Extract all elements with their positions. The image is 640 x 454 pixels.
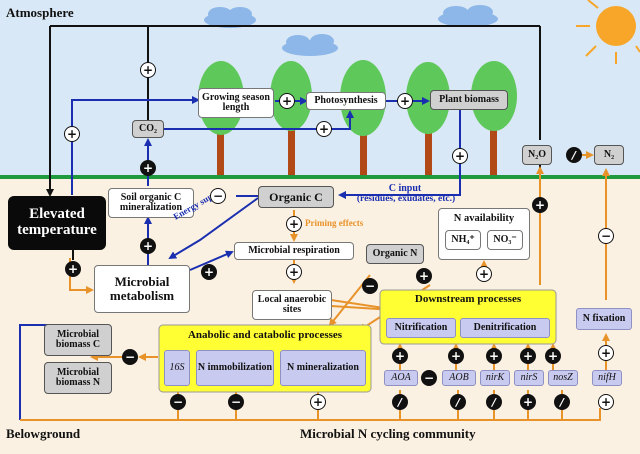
nh4-box: NH₄⁺ <box>445 230 481 251</box>
ground-line <box>0 175 640 179</box>
n2-box: N₂ <box>594 145 624 165</box>
elevated-temperature-box: Elevated temperature <box>8 196 106 250</box>
slash-sign: / <box>486 394 502 410</box>
atmosphere-label: Atmosphere <box>6 5 74 20</box>
plus-sign: + <box>316 121 332 137</box>
plus-sign: + <box>65 261 81 277</box>
plus-sign: + <box>486 348 502 364</box>
plus-sign: + <box>520 348 536 364</box>
plus-sign: + <box>452 148 468 164</box>
plus-sign: + <box>520 394 536 410</box>
plus-sign: + <box>201 264 217 280</box>
anabolic-label: Anabolic and catabolic processes <box>187 329 343 341</box>
gene-nirs: nirS <box>514 370 544 386</box>
microbial-metabolism-box: Microbial metabolism <box>94 265 190 313</box>
minus-sign: − <box>598 228 614 244</box>
photosynthesis-box: Photosynthesis <box>306 92 386 110</box>
minus-sign: − <box>228 394 244 410</box>
plus-sign: + <box>279 93 295 109</box>
plus-sign: + <box>310 394 326 410</box>
sun-icon <box>576 0 640 64</box>
plus-sign: + <box>532 197 548 213</box>
plus-sign: + <box>140 62 156 78</box>
microbial-biomass-n-box: Microbial biomass N <box>44 362 112 394</box>
nitrification-box: Nitrification <box>386 318 456 338</box>
c-input-sub-label: (residues, exudates, etc.) <box>356 194 456 204</box>
plus-sign: + <box>545 348 561 364</box>
gene-aob: AOB <box>442 370 476 386</box>
organic-n-box: Organic N <box>366 244 424 264</box>
n-mineralization-box: N mineralization <box>280 350 366 386</box>
community-label: Microbial N cycling community <box>300 426 476 441</box>
slash-sign: / <box>554 394 570 410</box>
minus-sign: − <box>210 188 226 204</box>
minus-sign: − <box>122 349 138 365</box>
minus-sign: − <box>421 370 437 386</box>
plus-sign: + <box>286 216 302 232</box>
n2o-box: N₂O <box>522 145 552 165</box>
plus-sign: + <box>64 126 80 142</box>
growing-season-box: Growing season length <box>198 88 274 118</box>
plus-sign: + <box>476 266 492 282</box>
no3-box: NO₃⁻ <box>487 230 523 251</box>
priming-effects-label: Priming effects <box>305 218 364 228</box>
plus-sign: + <box>416 268 432 284</box>
gene-nifh: nifH <box>592 370 622 386</box>
microbial-respiration-box: Microbial respiration <box>234 242 354 260</box>
plus-sign: + <box>598 345 614 361</box>
soil-oc-mineralization-box: Soil organic C mineralization <box>108 188 194 218</box>
minus-sign: − <box>362 278 378 294</box>
plus-sign: + <box>397 93 413 109</box>
organic-c-box: Organic C <box>258 186 334 208</box>
n-availability-box: N availability NH₄⁺ NO₃⁻ <box>438 208 530 260</box>
n-fixation-box: N fixation <box>576 308 632 330</box>
gene-nosz: nosZ <box>548 370 578 386</box>
co2-box: CO₂ <box>132 120 164 138</box>
c-input-label: C input <box>388 183 422 194</box>
plant-biomass-box: Plant biomass <box>430 90 508 110</box>
n-availability-label: N availability <box>453 213 515 224</box>
plus-sign: + <box>448 348 464 364</box>
minus-sign: − <box>170 394 186 410</box>
plus-sign: + <box>392 348 408 364</box>
cloud-icon <box>204 5 498 56</box>
slash-sign: / <box>450 394 466 410</box>
belowground-label: Belowground <box>6 426 81 441</box>
microbial-biomass-c-box: Microbial biomass C <box>44 324 112 356</box>
local-anaerobic-box: Local anaerobic sites <box>252 290 332 320</box>
gene-nirk: nirK <box>480 370 510 386</box>
plus-sign: + <box>598 394 614 410</box>
slash-sign: / <box>392 394 408 410</box>
plus-sign: + <box>286 264 302 280</box>
downstream-label: Downstream processes <box>414 293 522 305</box>
gene-16s-box: 16S <box>164 350 190 386</box>
plus-sign: + <box>140 238 156 254</box>
slash-sign: / <box>566 147 582 163</box>
n-immobilization-box: N immobilization <box>196 350 274 386</box>
gene-aoa: AOA <box>384 370 418 386</box>
denitrification-box: Denitrification <box>460 318 550 338</box>
plus-sign: + <box>140 160 156 176</box>
